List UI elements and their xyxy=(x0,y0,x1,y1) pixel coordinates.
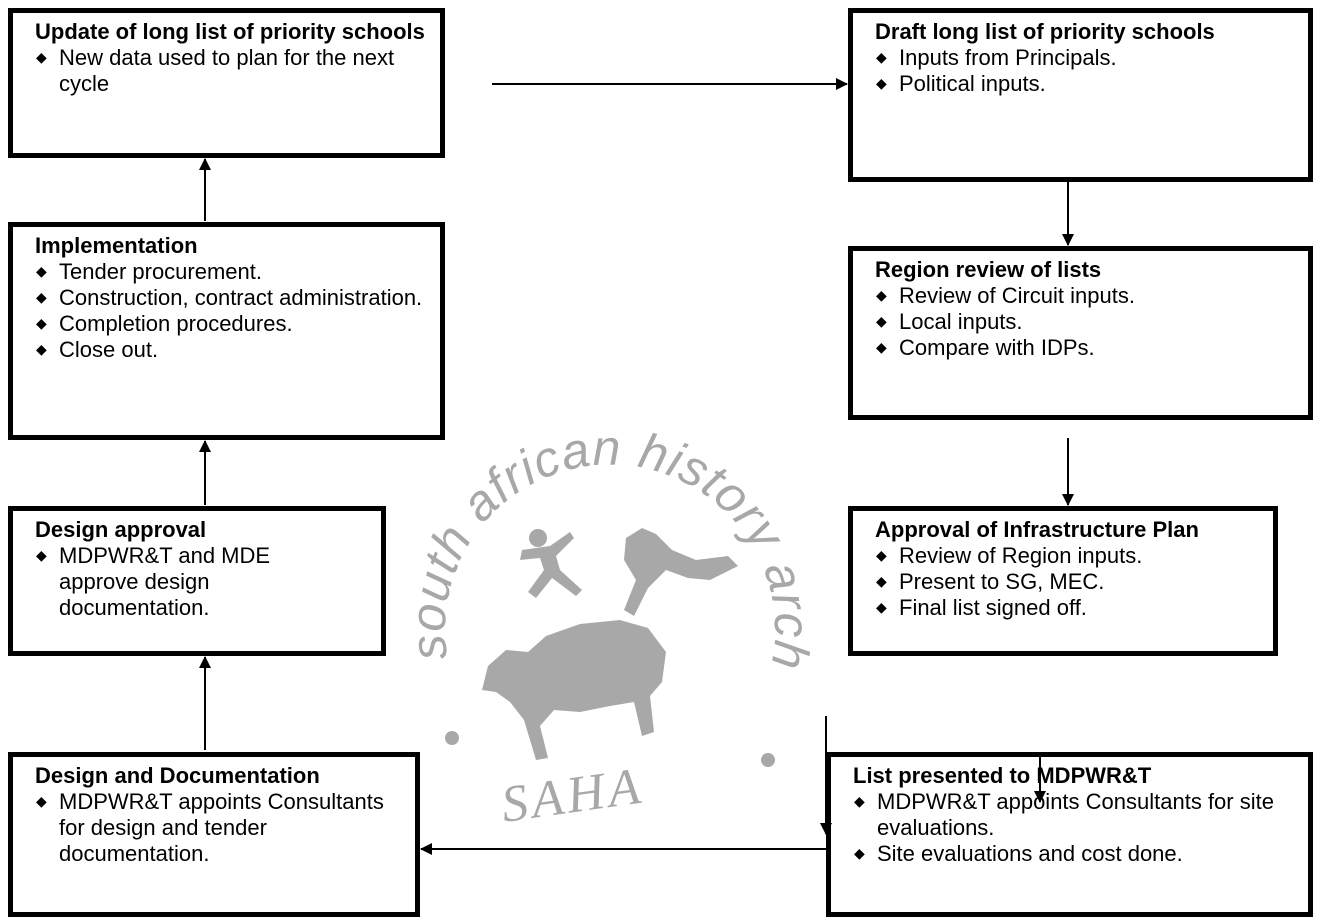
list-item: ◆New data used to plan for the next cycl… xyxy=(36,45,395,96)
box-list: ◆Inputs from Principals. ◆Political inpu… xyxy=(875,45,1308,97)
box-title: Region review of lists xyxy=(875,257,1102,282)
box-title: Approval of Infrastructure Plan xyxy=(875,517,1199,542)
box-design-documentation: Design and Documentation ◆MDPWR&T appoin… xyxy=(8,752,420,917)
list-item: ◆MDPWR&T appoints Consultants for site e… xyxy=(854,789,1274,840)
box-title: List presented to MDPWR&T xyxy=(853,763,1152,788)
box-title: Update of long list of priority schools xyxy=(35,19,425,44)
animal-figure-icon xyxy=(624,528,738,616)
box-draft-long-list: Draft long list of priority schools ◆Inp… xyxy=(848,8,1313,182)
box-title: Draft long list of priority schools xyxy=(875,19,1215,44)
list-item: ◆Present to SG, MEC. xyxy=(876,569,1105,594)
box-title: Implementation xyxy=(35,233,198,258)
diamond-bullet-icon: ◆ xyxy=(876,573,887,589)
box-implementation: Implementation ◆Tender procurement. ◆Con… xyxy=(8,222,445,440)
box-list: ◆New data used to plan for the next cycl… xyxy=(35,45,440,97)
diamond-bullet-icon: ◆ xyxy=(876,547,887,563)
watermark-acronym: SAHA xyxy=(498,757,648,833)
list-item: ◆Inputs from Principals. xyxy=(876,45,1117,70)
list-item: ◆Local inputs. xyxy=(876,309,1023,334)
running-figure-icon xyxy=(520,529,582,598)
diamond-bullet-icon: ◆ xyxy=(36,49,47,65)
box-infrastructure-plan: Approval of Infrastructure Plan ◆Review … xyxy=(848,506,1278,656)
diamond-bullet-icon: ◆ xyxy=(854,845,865,861)
box-design-approval: Design approval ◆MDPWR&T and MDE approve… xyxy=(8,506,386,656)
diamond-bullet-icon: ◆ xyxy=(36,315,47,331)
list-item: ◆MDPWR&T and MDE approve design document… xyxy=(36,543,271,620)
watermark-dot-right xyxy=(761,753,775,767)
eland-figure-icon xyxy=(482,620,666,760)
diamond-bullet-icon: ◆ xyxy=(876,339,887,355)
box-list: ◆MDPWR&T appoints Consultants for design… xyxy=(35,789,415,867)
list-item: ◆Site evaluations and cost done. xyxy=(854,841,1183,866)
list-item: ◆Review of Region inputs. xyxy=(876,543,1143,568)
diamond-bullet-icon: ◆ xyxy=(854,793,865,809)
box-list: ◆Review of Region inputs. ◆Present to SG… xyxy=(875,543,1273,621)
box-update-long-list: Update of long list of priority schools … xyxy=(8,8,445,158)
box-list-presented: List presented to MDPWR&T ◆MDPWR&T appoi… xyxy=(826,752,1313,917)
list-item: ◆Construction, contract administration. xyxy=(36,285,423,310)
diamond-bullet-icon: ◆ xyxy=(36,547,47,563)
box-list: ◆Tender procurement. ◆Construction, cont… xyxy=(35,259,440,363)
diamond-bullet-icon: ◆ xyxy=(36,341,47,357)
diamond-bullet-icon: ◆ xyxy=(36,289,47,305)
diamond-bullet-icon: ◆ xyxy=(876,75,887,91)
box-title: Design approval xyxy=(35,517,207,542)
list-item: ◆Compare with IDPs. xyxy=(876,335,1095,360)
box-title: Design and Documentation xyxy=(35,763,320,788)
list-item: ◆Completion procedures. xyxy=(36,311,293,336)
diamond-bullet-icon: ◆ xyxy=(36,793,47,809)
box-list: ◆Review of Circuit inputs. ◆Local inputs… xyxy=(875,283,1308,361)
list-item: ◆Political inputs. xyxy=(876,71,1046,96)
list-item: ◆Review of Circuit inputs. xyxy=(876,283,1135,308)
list-item: ◆Close out. xyxy=(36,337,159,362)
diamond-bullet-icon: ◆ xyxy=(876,287,887,303)
list-item: ◆Tender procurement. xyxy=(36,259,262,284)
diamond-bullet-icon: ◆ xyxy=(876,599,887,615)
diamond-bullet-icon: ◆ xyxy=(876,49,887,65)
diamond-bullet-icon: ◆ xyxy=(36,263,47,279)
box-list: ◆MDPWR&T appoints Consultants for site e… xyxy=(853,789,1308,867)
box-region-review: Region review of lists ◆Review of Circui… xyxy=(848,246,1313,420)
watermark-dot-left xyxy=(445,731,459,745)
diamond-bullet-icon: ◆ xyxy=(876,313,887,329)
saha-watermark: south african history archive SAHA xyxy=(410,420,810,834)
box-list: ◆MDPWR&T and MDE approve design document… xyxy=(35,543,381,621)
list-item: ◆Final list signed off. xyxy=(876,595,1087,620)
list-item: ◆MDPWR&T appoints Consultants for design… xyxy=(36,789,384,866)
